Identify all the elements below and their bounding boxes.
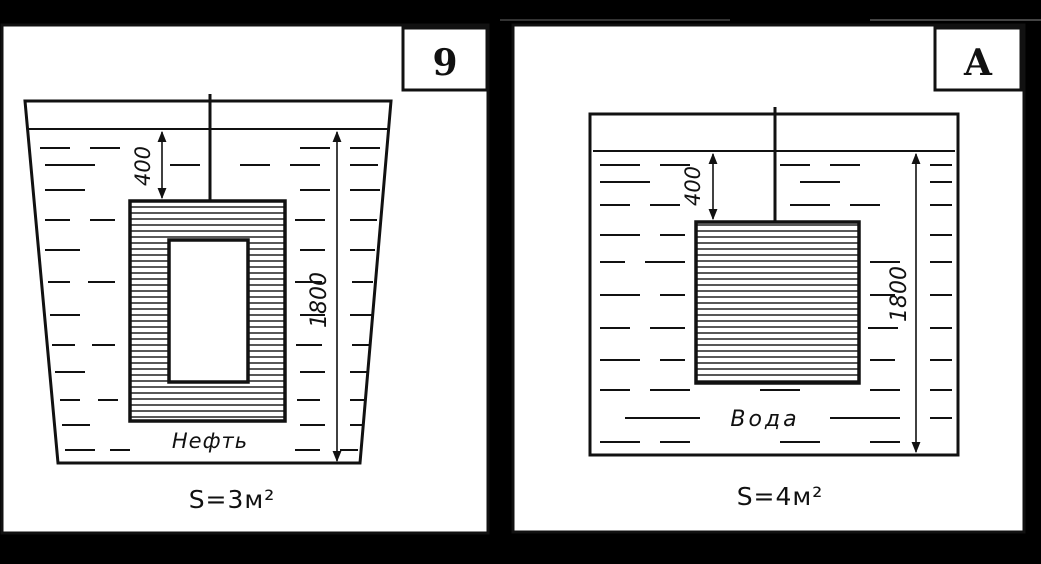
depth-label-9: 400	[131, 146, 155, 186]
liquid-label-9: Нефть	[172, 429, 248, 453]
panel-a: A 400 1800 Вода S=4м²	[511, 23, 1026, 534]
depth-label-a: 400	[681, 166, 705, 206]
submerged-body-a	[694, 220, 861, 385]
liquid-dashes-9	[40, 147, 380, 451]
height-label-9: 1800	[307, 272, 332, 328]
body-window-9	[167, 238, 250, 384]
liquid-dashes-a	[600, 164, 952, 443]
panel-9: 9 400 1800 Нефть	[0, 23, 490, 535]
area-formula-9: S=3м²	[189, 485, 276, 514]
panel-9-label: 9	[432, 42, 457, 84]
liquid-label-a: Вода	[730, 407, 799, 432]
height-label-a: 1800	[887, 266, 912, 322]
panel-a-label: A	[963, 42, 993, 84]
panel-9-label-box	[401, 26, 489, 92]
panel-a-label-box	[933, 26, 1023, 92]
area-formula-a: S=4м²	[737, 482, 824, 511]
